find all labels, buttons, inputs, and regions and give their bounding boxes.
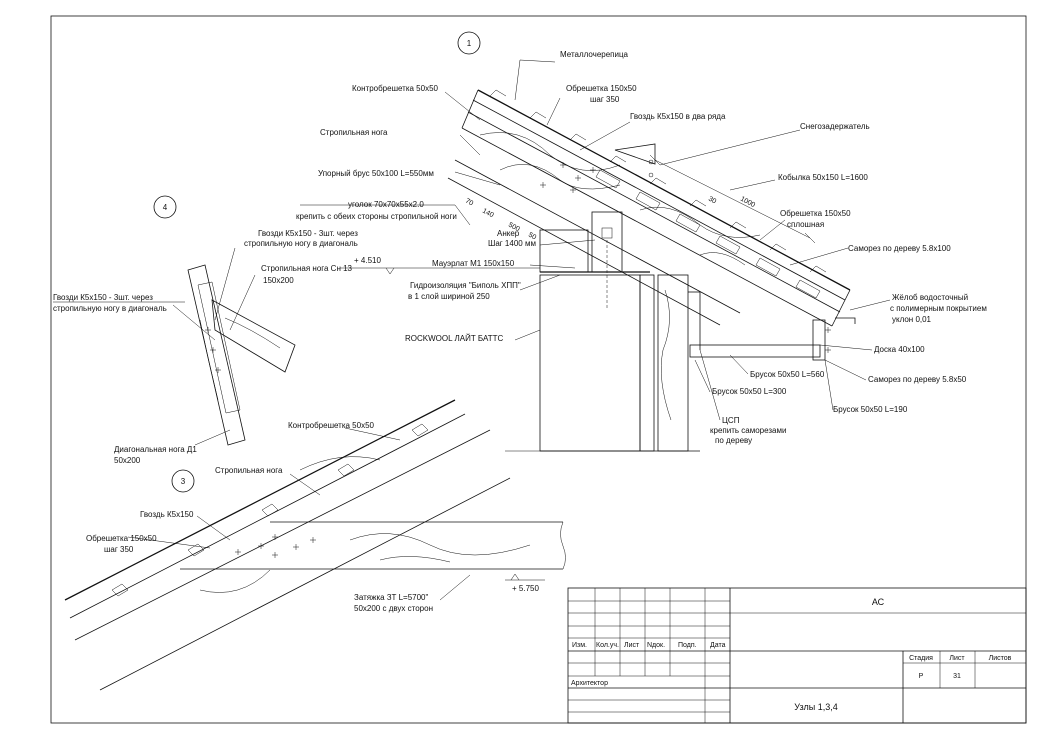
label-d3-tie: Затяжка ЗТ L=5700": [354, 593, 428, 602]
tb-sheets-header: Листов: [989, 655, 1012, 662]
board-40x100: [812, 319, 826, 361]
detail-1: 1: [296, 31, 987, 452]
label-solid-batten: Обрешетка 150х50: [780, 209, 851, 218]
label-fascia-rafter: Кобылка 50х150 L=1600: [778, 173, 868, 182]
label-d3-tie-note: 50х200 с двух сторон: [354, 604, 433, 613]
tb-sheet: 31: [953, 673, 961, 680]
tb-title: Узлы 1,3,4: [794, 702, 837, 712]
tb-sheet-header: Лист: [949, 655, 965, 662]
dim-30: 30: [707, 196, 717, 206]
mauerlat-section: [539, 229, 589, 273]
detail-3: 3 Контробрешетка 50х50 Стропильная нога …: [64, 399, 566, 691]
detail-3-members: [64, 399, 566, 691]
dim-70: 70: [464, 198, 474, 208]
label-d3-rafter: Стропильная нога: [215, 466, 283, 475]
label-solid-batten-note: сплошная: [787, 220, 824, 229]
label-nails-two-rows: Гвоздь К5х150 в два ряда: [630, 112, 726, 121]
label-nails-diag-1: Гвозди К5х150 - 3шт. через: [258, 229, 358, 238]
detail-4-marker: [153, 195, 177, 219]
label-snow-guard: Снегозадержатель: [800, 122, 870, 131]
tb-header-izm: Изм.: [572, 642, 587, 649]
label-d3-nail: Гвоздь К5х150: [140, 510, 194, 519]
label-d3-counter-batten: Контробрешетка 50х50: [288, 421, 375, 430]
label-csp-note1: крепить саморезами: [710, 426, 786, 435]
label-counter-batten: Контробрешетка 50х50: [352, 84, 439, 93]
tb-header-podp: Подп.: [678, 642, 697, 649]
dim-1000: 1000: [739, 196, 756, 210]
label-batten-step: шаг 350: [590, 95, 620, 104]
tb-stage: Р: [919, 673, 924, 680]
wall-section: [505, 274, 701, 452]
tb-header-data: Дата: [710, 642, 726, 649]
detail-1-marker-text: 1: [467, 39, 472, 48]
label-rafter-cn13-size: 150х200: [263, 276, 294, 285]
label-d3-batten: Обрешетка 150х50: [86, 534, 157, 543]
tb-header-koluch: Кол.уч.: [596, 642, 619, 649]
detail-1-leaders: [300, 59, 891, 421]
label-d3-level: + 5.750: [512, 584, 539, 593]
label-rockwool: ROCKWOOL ЛАЙТ БАТТС: [405, 334, 503, 343]
label-gutter-note2: уклон 0,01: [892, 315, 932, 324]
label-bar-190: Брусок 50х50 L=190: [833, 405, 908, 414]
tb-stage-header: Стадия: [909, 655, 933, 662]
bar-560: [689, 344, 821, 358]
detail-3-marker: [171, 469, 195, 493]
label-rafter-cn13: Стропильная нога Сн 13: [261, 264, 353, 273]
dim-500: 500: [507, 222, 521, 234]
label-screw-100: Саморез по дереву 5.8х100: [848, 244, 951, 253]
detail-4-marker-text: 4: [163, 203, 168, 212]
label-nails-diag-2: Гвозди К5х150 - 3шт. через: [53, 293, 153, 302]
title-block-code: АС: [872, 597, 885, 607]
tb-header-list: Лист: [624, 642, 640, 649]
label-bar-560: Брусок 50х50 L=560: [750, 370, 825, 379]
label-waterproof-note: в 1 слой шириной 250: [408, 292, 490, 301]
label-diag-rafter: Диагональная нога Д1: [114, 445, 197, 454]
label-d3-batten-step: шаг 350: [104, 545, 134, 554]
label-csp-note2: по дереву: [715, 436, 752, 445]
label-bar-300: Брусок 50х50 L=300: [712, 387, 787, 396]
title-block: АС Изм. Кол.уч. Лист Nдок. Подп. Дата Ар…: [567, 587, 1027, 724]
label-angle-note: крепить с обеих стороны стропильной ноги: [296, 212, 457, 221]
detail-3-marker-text: 3: [181, 477, 186, 486]
tb-header-ndok: Nдок.: [647, 642, 665, 649]
label-csp: ЦСП: [722, 416, 740, 425]
label-mauerlat: Мауэрлат М1 150х150: [432, 259, 515, 268]
detail-1-marker: [457, 31, 481, 55]
label-gutter: Жёлоб водосточный: [892, 293, 968, 302]
label-support-beam: Упорный брус 50х100 L=550мм: [318, 169, 434, 178]
label-anchor: Анкер: [497, 229, 520, 238]
label-metal-tile: Металлочерепица: [560, 50, 629, 59]
label-rafter: Стропильная нога: [320, 128, 388, 137]
roof-layers: [447, 89, 851, 327]
tb-role-architect: Архитектор: [571, 680, 608, 687]
label-screw-50: Саморез по дереву 5.8х50: [868, 375, 967, 384]
label-diag-rafter-size: 50х200: [114, 456, 141, 465]
label-batten: Обрешетка 150х50: [566, 84, 637, 93]
label-waterproof: Гидроизоляция "Биполь ХПП": [410, 281, 521, 290]
label-nails-diag-1b: стропильную ногу в диагональ: [244, 239, 358, 248]
detail-4: 4 Гвозди К5х150 - 3шт. через стропильную…: [53, 195, 358, 465]
label-gutter-note1: с полимерным покрытием: [890, 304, 987, 313]
label-board: Доска 40х100: [874, 345, 925, 354]
label-anchor-step: Шаг 1400 мм: [488, 239, 536, 248]
label-angle: уголок 70х70х55х2.0: [348, 200, 424, 209]
dim-50: 50: [527, 232, 537, 242]
label-level-4510: + 4.510: [354, 256, 381, 265]
dim-140: 140: [481, 208, 495, 220]
sheet-frame: [50, 15, 1027, 724]
detail-4-members: [172, 247, 296, 446]
label-nails-diag-2b: стропильную ногу в диагональ: [53, 304, 167, 313]
